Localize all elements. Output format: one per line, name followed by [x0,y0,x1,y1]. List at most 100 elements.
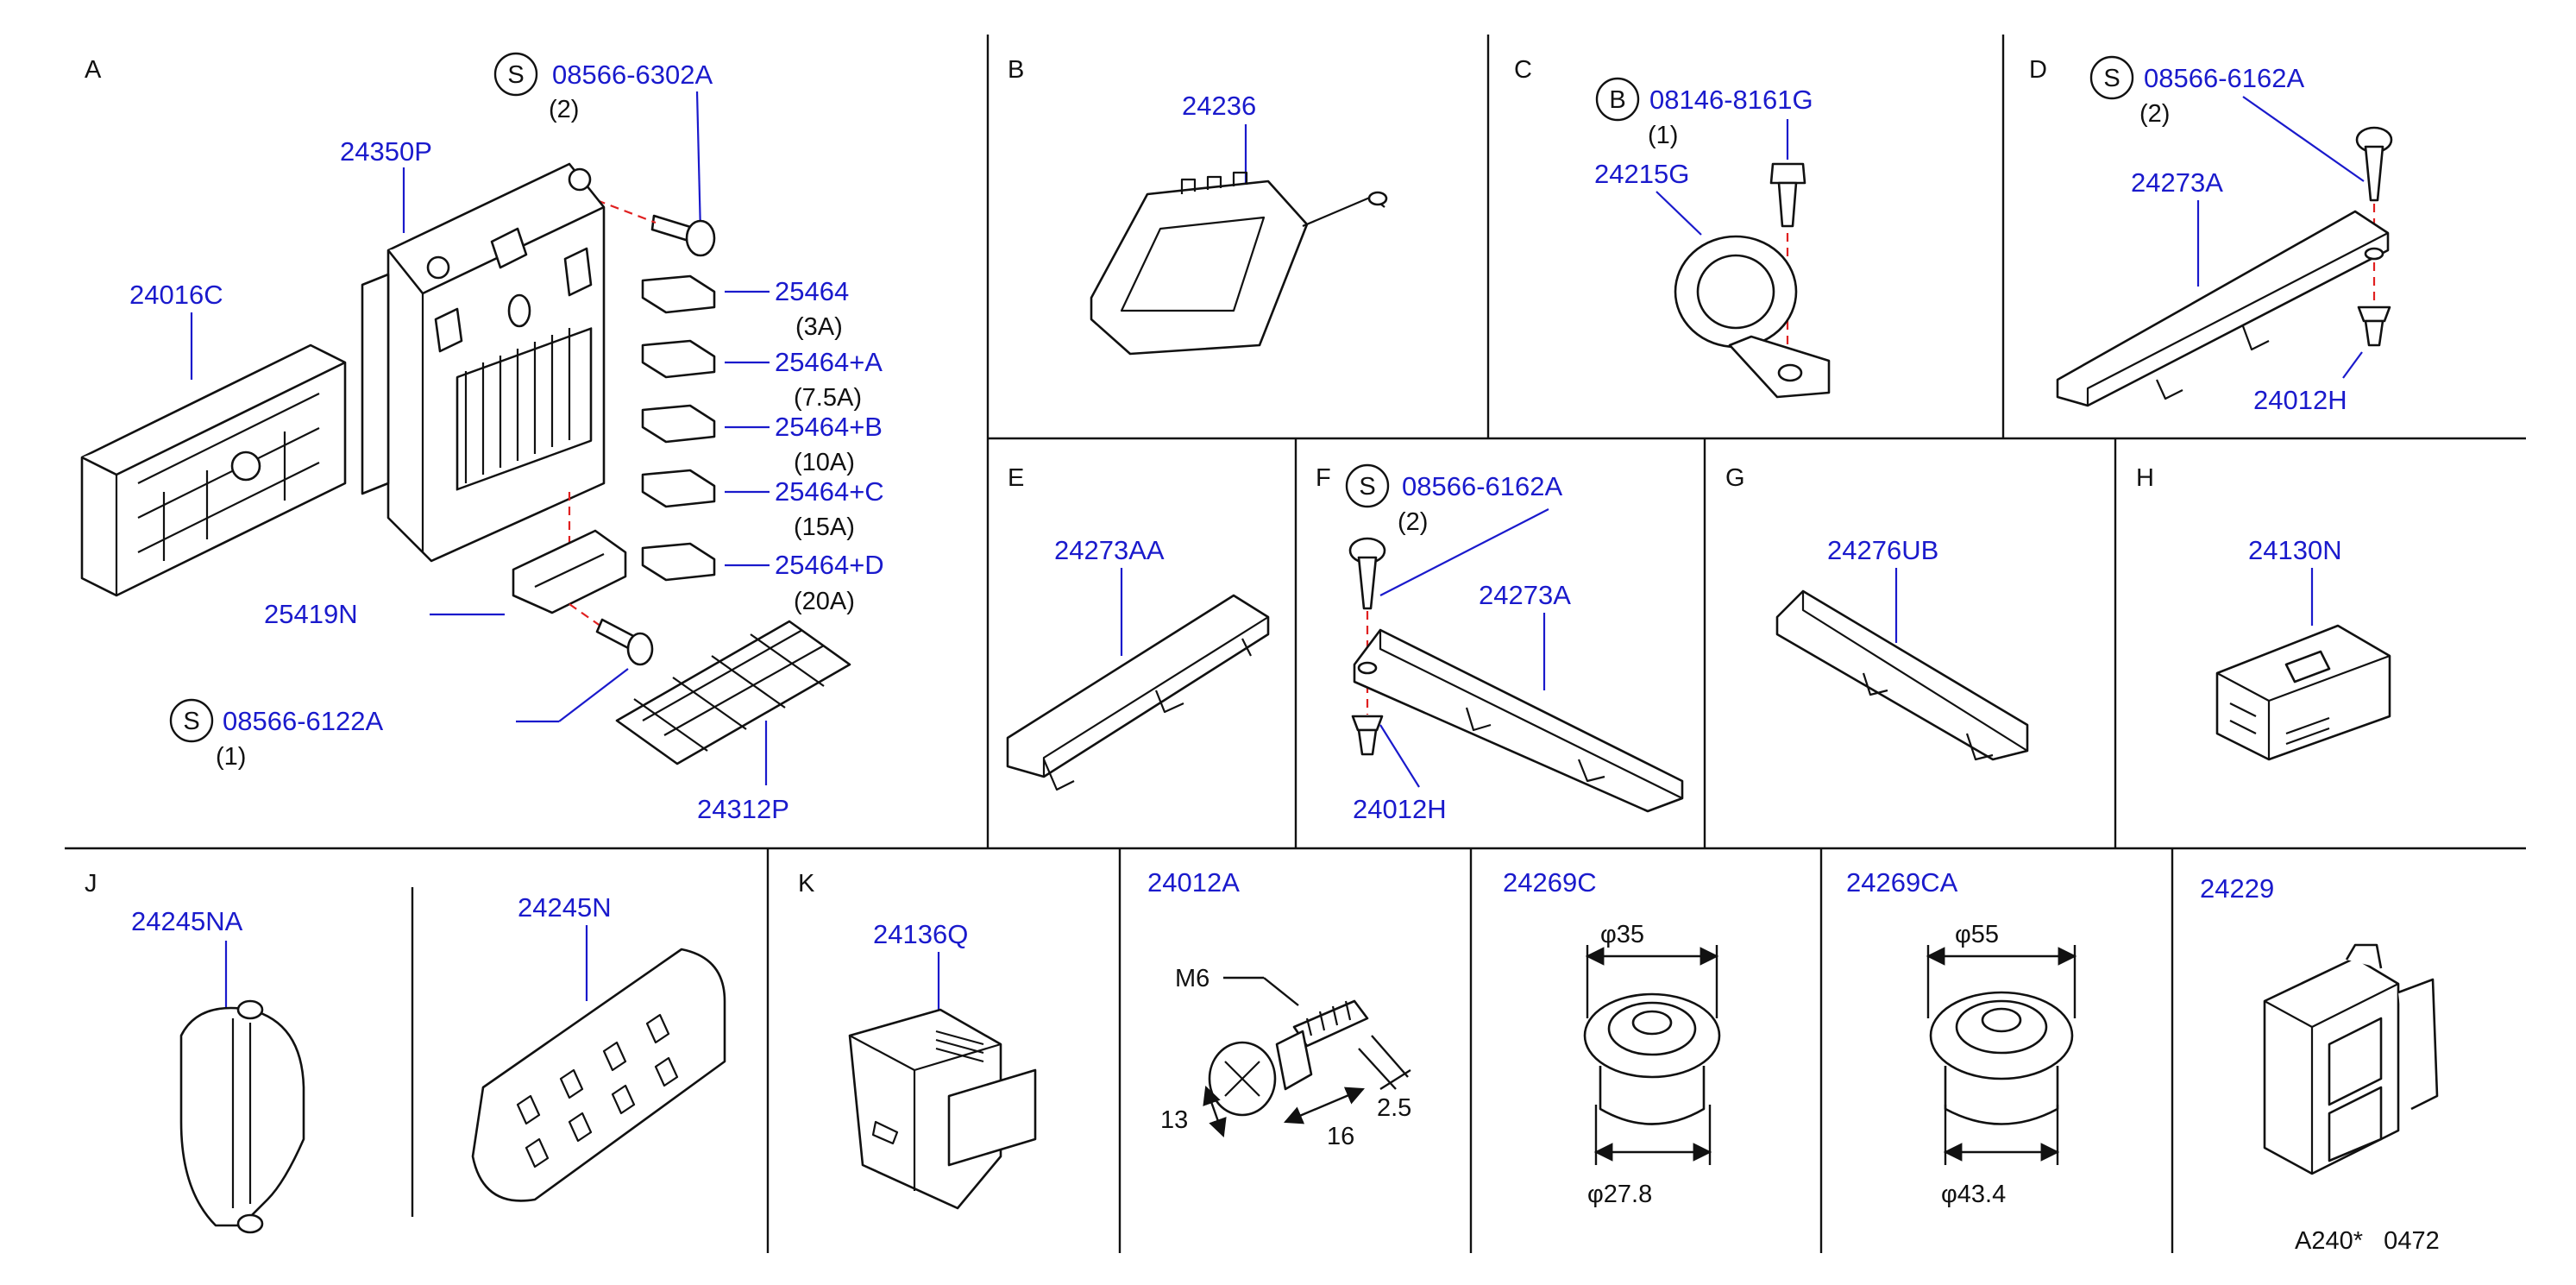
label-sheet-icon [615,620,851,765]
standard-part-symbol-letter: S [183,708,199,735]
label-24016C: 24016C [129,280,223,310]
label-24215G: 24215G [1594,159,1689,189]
standard-bolt-symbol [1595,77,1640,122]
standard-part-symbol-letter: S [1359,473,1375,501]
relay-holder-icon [848,1008,1037,1210]
section-f: S 08566-6162A (2) 24273A 24012H [1345,463,1684,824]
section-d: S 08566-6162A (2) 24273A 24012H [2056,55,2393,415]
label-24273A-d: 24273A [2131,167,2223,198]
label-25464-B: 25464+B [775,412,883,442]
section-g-letter: G [1725,464,1745,492]
label-24012H-f: 24012H [1353,794,1447,824]
label-25464: 25464 [775,276,849,306]
fuse-cover-icon [471,948,726,1202]
standard-part-symbol-letter: S [507,61,524,89]
connector-icon [2215,624,2391,761]
clip-icon [2357,306,2391,347]
dim-thread-size: M6 [1175,965,1209,992]
screw-icon [2355,126,2393,202]
label-24245N: 24245N [518,892,612,923]
section-j: 24245NA 24245N [131,892,726,1234]
dim-pitch: 2.5 [1377,1094,1411,1122]
qty-08566-6162A-d: (2) [2139,100,2170,128]
section-a: S 08566-6302A (2) 24350P 24016C [80,52,884,824]
label-24312P: 24312P [697,794,789,824]
qty-25464-B: (10A) [794,449,855,476]
fuse-icons [641,274,716,582]
clip-icon [1351,715,1384,756]
dim-top-diameter-ca: φ55 [1955,921,1999,948]
section-h-letter: H [2136,464,2154,492]
section-24269c: 24269C φ35 φ27.8 [1503,867,1721,1208]
label-08566-6302A: 08566-6302A [552,60,713,90]
section-f-letter: F [1316,464,1331,492]
bracket-icon [1775,589,2029,761]
fuse-cover-icon [179,999,305,1234]
dim-bottom-diameter-c: φ27.8 [1587,1181,1652,1208]
label-24276UB: 24276UB [1827,535,1938,565]
grommet-icon [1929,991,2074,1125]
section-24229: 24229 [2200,873,2439,1175]
section-24012a: 24012A M6 13 16 2.5 [1147,867,1411,1150]
section-k-letter: K [798,870,815,898]
label-08566-6162A-d: 08566-6162A [2144,63,2304,93]
label-24229: 24229 [2200,873,2274,904]
section-b: 24236 [1090,91,1388,356]
qty-08566-6302A: (2) [549,96,579,123]
dim-bottom-diameter-ca: φ43.4 [1941,1181,2006,1208]
clamp-icon [1674,235,1831,399]
grid-lines [65,35,2526,1253]
bracket-icon [2056,210,2390,407]
fuse-block-icon [361,162,606,563]
screw-icon [650,214,716,257]
label-24012H-d: 24012H [2253,385,2347,415]
section-letters: A B C D E F G H J K [85,56,2154,898]
label-24012A: 24012A [1147,867,1240,898]
qty-08566-6122A: (1) [216,743,246,771]
section-h: 24130N [2215,535,2391,761]
label-25464-A: 25464+A [775,347,883,377]
section-e-letter: E [1008,464,1024,492]
dim-top-diameter-c: φ35 [1600,921,1644,948]
standard-part-symbol [169,698,214,743]
section-j-letter: J [85,870,97,898]
label-25464-D: 25464+D [775,550,884,580]
qty-25464: (3A) [795,313,843,341]
qty-08566-6162A-f: (2) [1398,508,1428,536]
section-k: 24136Q [848,919,1037,1210]
label-08146-8161G: 08146-8161G [1649,85,1813,115]
standard-part-symbol [493,52,538,97]
label-25464-C: 25464+C [775,476,884,507]
label-08566-6122A: 08566-6122A [223,706,383,736]
label-24245NA: 24245NA [131,906,243,936]
bracket-icon [512,529,627,614]
section-24269ca: 24269CA φ55 φ43.4 [1846,867,2077,1208]
label-24236: 24236 [1182,91,1256,121]
screw-icon [1348,537,1386,610]
relay-bracket-icon [2263,943,2439,1175]
screw-icon [595,618,654,666]
label-24350P: 24350P [340,136,432,167]
section-e: 24273AA [1006,535,1270,791]
section-a-letter: A [85,56,102,84]
dim-length: 16 [1327,1123,1354,1150]
section-g: 24276UB [1775,535,2029,761]
qty-08146-8161G: (1) [1648,122,1678,149]
standard-part-symbol [1345,463,1390,508]
bolt-icon [1769,162,1806,228]
section-b-letter: B [1008,56,1024,84]
qty-25464-C: (15A) [794,513,855,541]
label-24273A-f: 24273A [1479,580,1571,610]
grommet-icon [1583,992,1721,1125]
bracket-icon [1006,594,1270,791]
standard-part-symbol-letter: S [2103,65,2120,92]
bracket-icon [1090,171,1388,356]
bracket-icon [1353,628,1684,813]
label-24269CA: 24269CA [1846,867,1958,898]
section-c: B 08146-8161G (1) 24215G [1594,77,1831,399]
section-c-letter: C [1514,56,1532,84]
label-25419N: 25419N [264,599,358,629]
diagram-reference-code: A240* 0472 [2295,1227,2440,1255]
